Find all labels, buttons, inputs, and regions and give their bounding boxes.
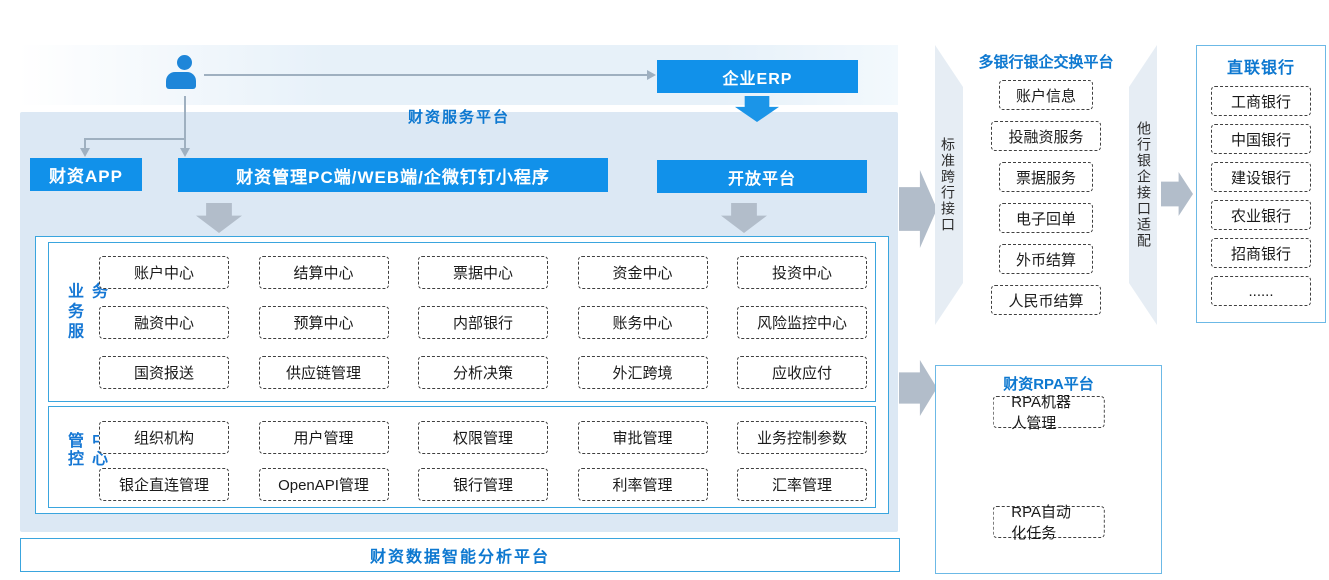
platform-title: 财资服务平台 [407,109,510,126]
flow-right-arrow-icon [899,360,937,416]
business-services-label: 业务服务 [65,282,106,343]
exchange-node: 票据服务 [998,162,1093,192]
business-services-grid: 账户中心 结算中心 票据中心 资金中心 投资中心 融资中心 预算中心 内部银行 … [99,256,867,406]
business-node: 国资报送 [99,356,229,389]
control-node: 利率管理 [577,468,708,501]
business-node: 票据中心 [418,256,548,289]
business-node: 投资中心 [737,256,867,289]
control-node: 审批管理 [577,421,708,454]
connector-branch-horizontal [84,138,186,140]
exchange-node: 账户信息 [998,80,1093,110]
direct-banks-panel: 直联银行 工商银行 中国银行 建设银行 农业银行 招商银行 ...... [1196,45,1326,323]
exchange-node: 外币结算 [998,244,1093,274]
business-node: 应收应付 [737,356,867,389]
bank-node: 招商银行 [1211,238,1311,268]
rpa-platform-panel: 财资RPA平台 RPA机器人管理 RPA自动化任务 [935,365,1162,574]
other-bank-adapter-label: 他行银企接口适配 [1136,121,1152,249]
bank-exchange-items: 账户信息 投融资服务 票据服务 电子回单 外币结算 人民币结算 [935,80,1157,315]
business-node: 结算中心 [258,256,389,289]
user-icon-body [166,72,196,89]
flow-right-arrow-icon [899,170,937,248]
business-node: 预算中心 [258,306,389,339]
control-node: 汇率管理 [737,468,867,501]
exchange-node: 投融资服务 [991,121,1101,151]
funnel-right-shape [1129,45,1157,325]
business-node: 融资中心 [99,306,229,339]
treasury-app-button: 财资APP [30,158,142,191]
control-node: 银行管理 [418,468,548,501]
bank-node: ...... [1211,276,1311,306]
erp-button: 企业ERP [657,60,858,93]
bank-node: 工商银行 [1211,86,1311,116]
arrowhead-right-icon [647,70,656,80]
business-node: 分析决策 [418,356,548,389]
flow-right-arrow-icon [1161,172,1193,216]
business-node: 账户中心 [99,256,229,289]
control-node: OpenAPI管理 [258,468,389,501]
business-node: 账务中心 [577,306,708,339]
bank-exchange-panel: 多银行银企交换平台 账户信息 投融资服务 票据服务 电子回单 外币结算 人民币结… [935,45,1157,325]
exchange-node: 人民币结算 [991,285,1101,315]
funnel-left-shape [935,45,963,325]
business-node: 资金中心 [577,256,708,289]
user-icon-head [176,55,192,70]
treasury-pc-button: 财资管理PC端/WEB端/企微钉钉小程序 [178,158,608,192]
rpa-node: RPA机器人管理 [992,394,1105,432]
arrowhead-down-icon [180,148,190,157]
control-center-grid: 组织机构 用户管理 权限管理 审批管理 业务控制参数 银企直连管理 OpenAP… [99,421,867,515]
direct-banks-title: 直联银行 [1226,60,1295,77]
rpa-platform-title: 财资RPA平台 [1003,376,1094,393]
rpa-node: RPA自动化任务 [992,504,1105,542]
business-node: 外汇跨境 [577,356,708,389]
control-node: 业务控制参数 [737,421,867,454]
exchange-node: 电子回单 [998,203,1093,233]
business-services-section: 业务服务 账户中心 结算中心 票据中心 资金中心 投资中心 融资中心 预算中心 … [48,242,876,402]
bank-node: 农业银行 [1211,200,1311,230]
control-node: 组织机构 [99,421,229,454]
connector-user-to-erp [204,74,648,76]
connector-user-down [184,96,186,140]
bank-node: 中国银行 [1211,124,1311,154]
connector-branch-right [184,140,186,148]
connector-branch-left [84,138,86,148]
bank-exchange-title: 多银行银企交换平台 [978,54,1114,71]
user-icon [166,55,202,95]
standard-interface-label: 标准跨行接口 [940,137,956,233]
business-node: 供应链管理 [258,356,389,389]
data-analysis-bar: 财资数据智能分析平台 [20,538,900,572]
bank-node: 建设银行 [1211,162,1311,192]
direct-banks-list: 工商银行 中国银行 建设银行 农业银行 招商银行 ...... [1197,86,1325,306]
business-node: 风险监控中心 [737,306,867,339]
control-node: 权限管理 [418,421,548,454]
open-platform-button: 开放平台 [657,160,867,193]
business-node: 内部银行 [418,306,548,339]
control-node: 银企直连管理 [99,468,229,501]
control-center-section: 管控中心 组织机构 用户管理 权限管理 审批管理 业务控制参数 银企直连管理 O… [48,406,876,508]
control-node: 用户管理 [258,421,389,454]
arrowhead-down-icon [80,148,90,157]
